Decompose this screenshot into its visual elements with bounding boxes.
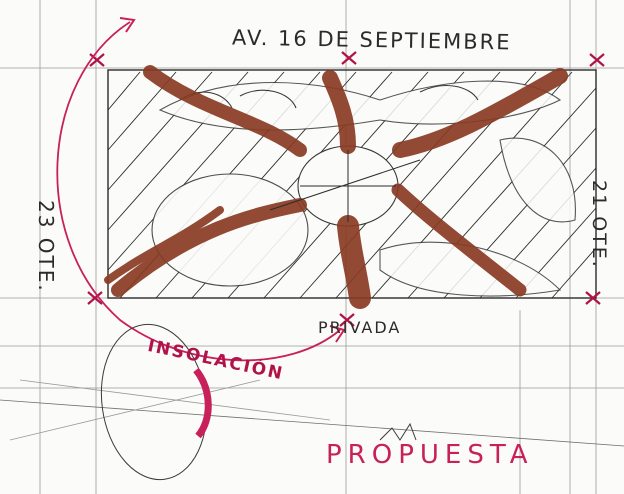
bottom-street-label: PRIVADA <box>318 318 401 337</box>
top-street-label: AV. 16 DE SEPTIEMBRE <box>232 26 512 55</box>
right-street-label: 21 OTE. <box>588 180 610 269</box>
proposal-title: PROPUESTA <box>326 440 534 470</box>
scribble-mark <box>380 424 416 440</box>
left-street-label: 23 OTE. <box>34 200 58 293</box>
